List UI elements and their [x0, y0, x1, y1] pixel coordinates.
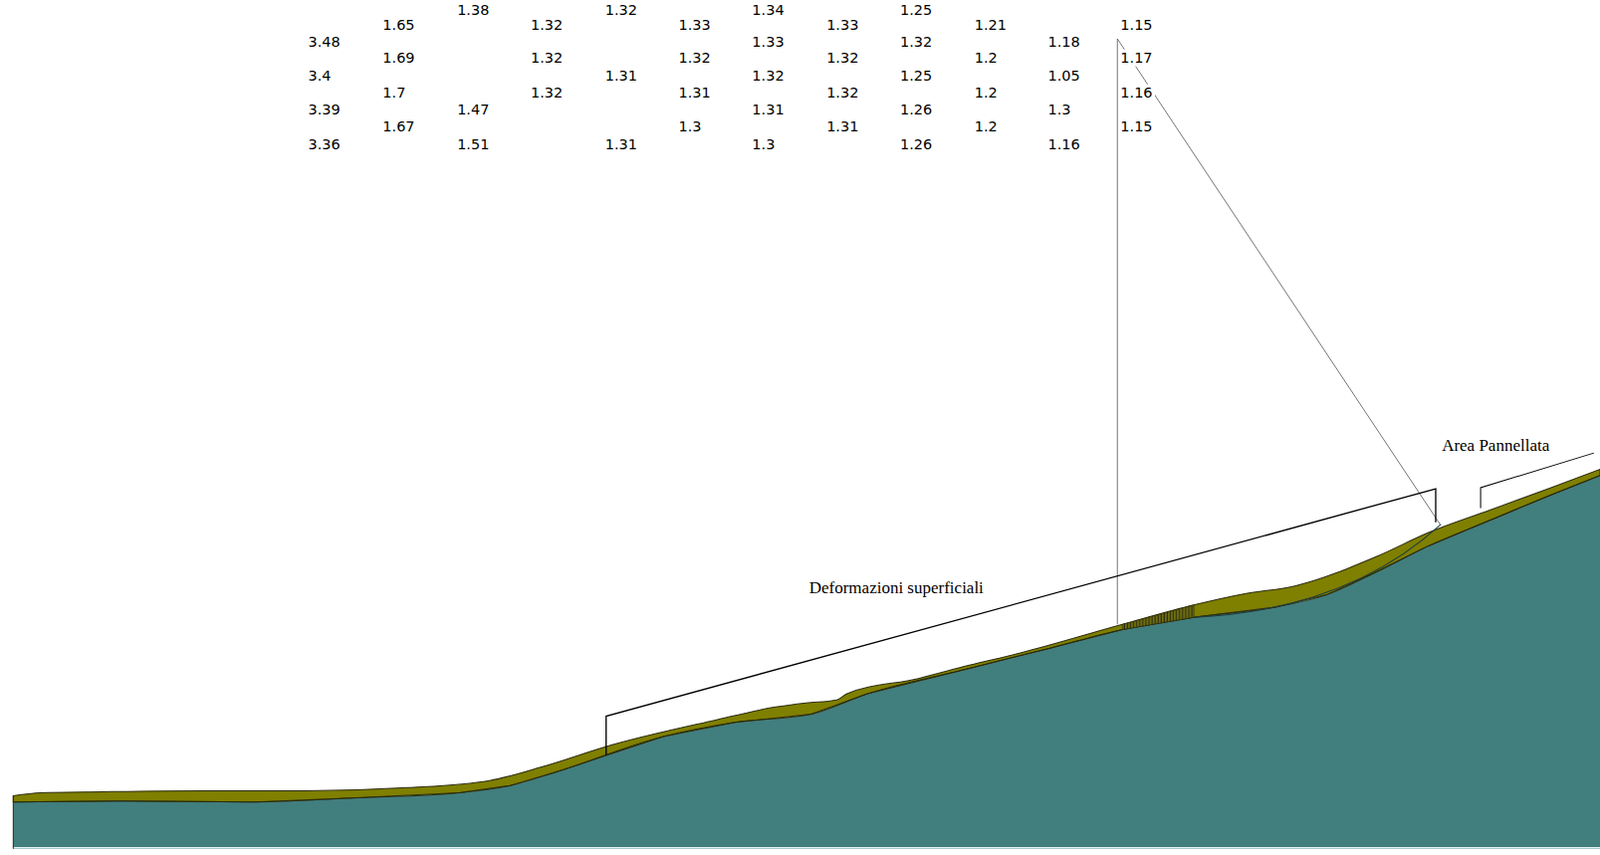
safety-factor: 1.32 — [749, 66, 786, 84]
safety-factor: 1.69 — [380, 49, 417, 67]
safety-factor: 1.47 — [455, 100, 491, 118]
safety-factor: 3.36 — [306, 135, 343, 153]
safety-factor: 1.16 — [1118, 84, 1154, 102]
safety-factor: 1.33 — [749, 33, 786, 51]
safety-factor: 1.3 — [749, 135, 777, 153]
safety-factor: 1.16 — [1046, 135, 1083, 153]
safety-factor: 1.31 — [677, 84, 713, 102]
base-line — [12, 847, 1600, 850]
leader-line — [1117, 38, 1441, 625]
safety-factor: 3.39 — [306, 100, 343, 118]
safety-factor: 1.32 — [898, 33, 934, 51]
safety-factor: 1.31 — [824, 118, 861, 136]
left-edge — [12, 796, 14, 850]
panel-bracket — [1480, 453, 1595, 508]
safety-factor: 3.4 — [306, 66, 334, 84]
safety-factor: 1.32 — [824, 49, 861, 67]
safety-factor: 1.21 — [972, 15, 1009, 33]
safety-factor: 1.7 — [380, 84, 408, 102]
safety-factor: 1.25 — [898, 1, 934, 19]
zone-label: Deformazioni superficiali — [807, 579, 986, 600]
safety-factor: 1.15 — [1118, 15, 1154, 33]
safety-factor: 1.32 — [528, 15, 565, 33]
safety-factor: 1.38 — [455, 1, 491, 19]
safety-factor: 1.18 — [1046, 33, 1083, 51]
safety-factor: 1.15 — [1118, 118, 1154, 136]
safety-factor: 1.34 — [749, 1, 786, 19]
hatched-zone — [1122, 605, 1194, 631]
soil-layer — [12, 469, 1600, 803]
safety-factor: 1.33 — [677, 15, 713, 33]
safety-factor: 1.17 — [1118, 49, 1154, 67]
safety-factor: 1.31 — [603, 66, 640, 84]
safety-factor: 1.33 — [824, 15, 861, 33]
safety-factor: 1.3 — [1046, 100, 1074, 118]
safety-factor: 1.2 — [972, 84, 1000, 102]
safety-factor: 1.32 — [677, 49, 713, 67]
safety-factor: 1.25 — [898, 66, 934, 84]
safety-factor: 1.32 — [528, 84, 565, 102]
safety-factor: 1.32 — [528, 49, 565, 67]
safety-factor: 1.32 — [824, 84, 861, 102]
bedrock-line — [12, 475, 1600, 803]
safety-factor: 1.26 — [898, 100, 934, 118]
safety-factor: 1.31 — [603, 135, 640, 153]
safety-factor: 1.65 — [380, 15, 417, 33]
safety-factor: 3.48 — [306, 33, 343, 51]
safety-factor: 1.51 — [455, 135, 491, 153]
safety-factor: 1.3 — [677, 118, 704, 136]
slip-surface — [1193, 524, 1441, 618]
deformation-bracket — [606, 488, 1436, 756]
safety-factor: 1.2 — [972, 49, 1000, 67]
safety-factor: 1.31 — [749, 100, 786, 118]
safety-factor: 1.67 — [380, 118, 417, 136]
safety-factor: 1.05 — [1046, 66, 1083, 84]
zone-label: Area Pannellata — [1439, 436, 1552, 457]
safety-factor: 1.2 — [972, 118, 1000, 136]
safety-factor: 1.32 — [603, 1, 640, 19]
safety-factor: 1.26 — [898, 135, 934, 153]
